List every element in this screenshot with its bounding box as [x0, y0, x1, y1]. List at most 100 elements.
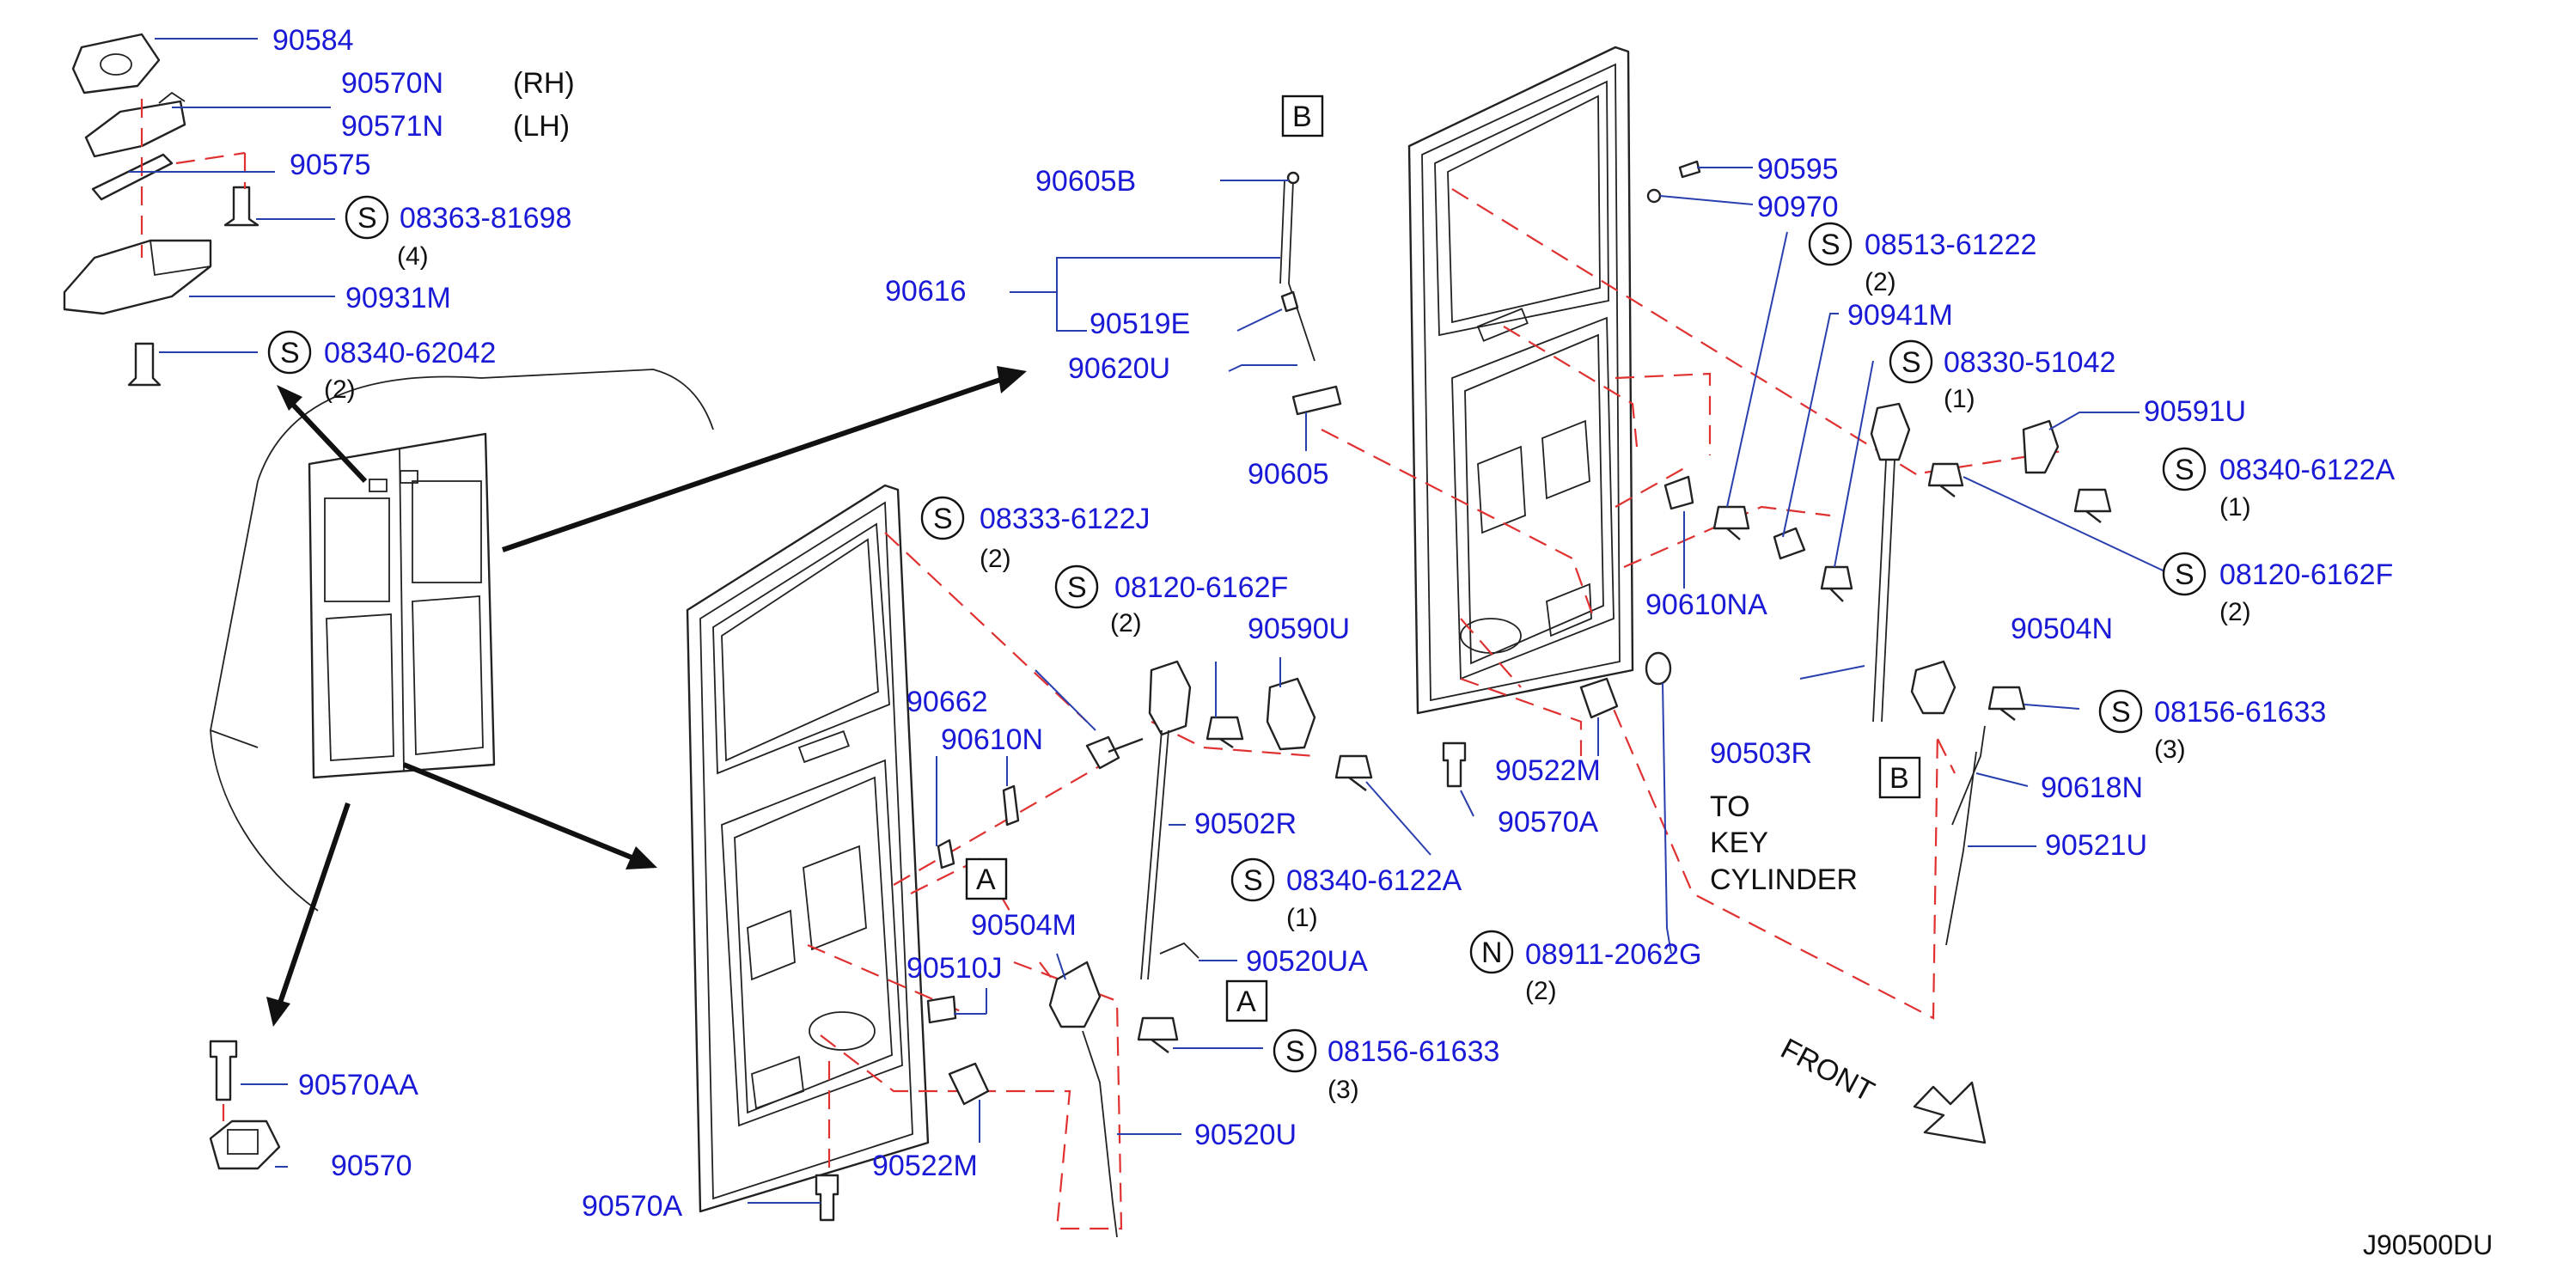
box-b-top: B [1292, 101, 1312, 133]
bumper-90941M [1773, 527, 1806, 560]
bolt-90570A-b [1442, 741, 1467, 788]
label-08340-62042: 08340-62042 [324, 337, 496, 369]
rod-90618N [1951, 725, 1986, 826]
clip-90610N [1002, 784, 1020, 827]
symbol-s-08156-a: S [1285, 1035, 1305, 1068]
qty-08340-62042: (2) [324, 375, 356, 404]
hinge-group [63, 33, 259, 387]
symbol-s-08120-a: S [1067, 571, 1087, 604]
label-90504N: 90504N [2011, 613, 2113, 645]
box-a-right: A [1236, 985, 1256, 1018]
label-to: TO [1710, 790, 1750, 823]
label-90519E: 90519E [1090, 308, 1190, 340]
bolt-08333-6122J [1085, 735, 1144, 770]
label-08340-6122A-b: 08340-6122A [2219, 454, 2396, 486]
label-90510J: 90510J [906, 952, 1003, 985]
label-90520UA: 90520UA [1246, 945, 1368, 978]
label-08340-6122A-a: 08340-6122A [1286, 864, 1462, 897]
label-08120-6162F-a: 08120-6162F [1114, 571, 1288, 604]
label-90570A-b: 90570A [1498, 806, 1599, 839]
label-90590U: 90590U [1248, 613, 1350, 645]
symbol-n-08911: N [1481, 936, 1503, 969]
washer-90970 [1646, 188, 1662, 204]
hinge-90570N [84, 100, 186, 158]
leader-lines [129, 38, 2175, 1204]
hinge-90522M-b [1579, 677, 1619, 719]
label-90575: 90575 [290, 149, 371, 181]
vehicle-overview [210, 369, 714, 912]
connector-90605B [1286, 171, 1300, 185]
symbol-s-08363: S [357, 202, 377, 235]
handle-90605 [1291, 385, 1342, 416]
label-90502R: 90502R [1194, 808, 1297, 840]
bolt-08120-6162F-a [1206, 716, 1244, 748]
label-lh: (LH) [513, 110, 570, 143]
spacer-90575 [91, 153, 174, 201]
plug-90510J [926, 995, 957, 1024]
label-90570N: 90570N [341, 67, 443, 100]
bolt-08340-6122A-a [1334, 754, 1373, 791]
label-90970: 90970 [1757, 191, 1839, 223]
bolt-08156-61633-a [1137, 1016, 1179, 1053]
label-90520U: 90520U [1194, 1119, 1297, 1151]
diagram-code: J90500DU [2363, 1229, 2493, 1260]
qty-08363: (4) [397, 242, 429, 271]
label-90584: 90584 [272, 24, 354, 57]
qty-08120-b: (2) [2219, 598, 2251, 626]
label-90618N: 90618N [2041, 772, 2143, 804]
symbol-s-08340-6122A-a: S [1243, 864, 1263, 897]
gasket-90584 [71, 33, 161, 95]
nut-90662 [937, 839, 955, 869]
rod-90520U [1082, 1030, 1118, 1238]
right-door-lock-parts [1279, 160, 2112, 946]
label-front: FRONT [1775, 1033, 1879, 1109]
callout-symbols [267, 95, 2207, 1073]
label-90931M: 90931M [345, 282, 451, 314]
label-90620U: 90620U [1068, 352, 1170, 385]
clip-90610NA [1663, 475, 1694, 510]
right-rear-door [1407, 46, 1634, 715]
bolt-08330-51042 [1820, 565, 1853, 602]
box-a-left: A [976, 863, 996, 896]
front-direction-arrow [1913, 1081, 1987, 1144]
striker-90591U [2022, 419, 2060, 474]
qty-08330: (1) [1944, 385, 1975, 413]
lock-90503R [1910, 660, 1956, 715]
symbol-s-08156-b: S [2111, 696, 2131, 729]
label-08911-2062G: 08911-2062G [1525, 938, 1701, 971]
bolt-08120-6162F-b [1927, 462, 1964, 497]
lock-90504M [1048, 961, 1102, 1028]
label-90610N: 90610N [941, 723, 1043, 756]
rod-b [1288, 180, 1315, 362]
label-90521U: 90521U [2045, 829, 2147, 862]
clip-90595 [1678, 160, 1701, 179]
qty-08333: (2) [980, 545, 1011, 573]
label-90591U: 90591U [2144, 395, 2246, 428]
label-90503R: 90503R [1710, 737, 1812, 770]
label-90522M-a: 90522M [872, 1150, 978, 1182]
symbol-s-08330: S [1901, 346, 1921, 379]
label-08333-6122J: 08333-6122J [980, 503, 1151, 535]
hinge-90522M-a [948, 1062, 990, 1106]
label-90616: 90616 [885, 275, 967, 308]
striker-90570 [209, 1119, 281, 1170]
label-08330-51042: 08330-51042 [1944, 346, 2115, 379]
label-08156-61633-b: 08156-61633 [2154, 696, 2326, 729]
left-door-lock-parts [815, 660, 1373, 1238]
label-90570: 90570 [331, 1150, 412, 1182]
rod-90521U [1945, 751, 1977, 946]
left-rear-door [686, 484, 930, 1213]
lock-90502R [1148, 660, 1192, 736]
label-08513-61222: 08513-61222 [1865, 229, 2036, 261]
bolt-08513-61222 [1712, 505, 1750, 540]
qty-08340-6122A-b: (1) [2219, 493, 2251, 522]
part-labels: 90584 90570N (RH) 90571N (LH) 90575 S 08… [272, 24, 2493, 1260]
bolt-08340-62042 [127, 342, 162, 387]
label-90662: 90662 [906, 686, 988, 718]
symbol-s-08340-62042: S [280, 337, 300, 369]
bolt-08340-6122A-b [2073, 488, 2112, 523]
bolt-90570AA [209, 1040, 238, 1101]
clip-90519E [1280, 290, 1299, 313]
qty-08120-a: (2) [1110, 609, 1142, 638]
striker-group [209, 1040, 281, 1170]
